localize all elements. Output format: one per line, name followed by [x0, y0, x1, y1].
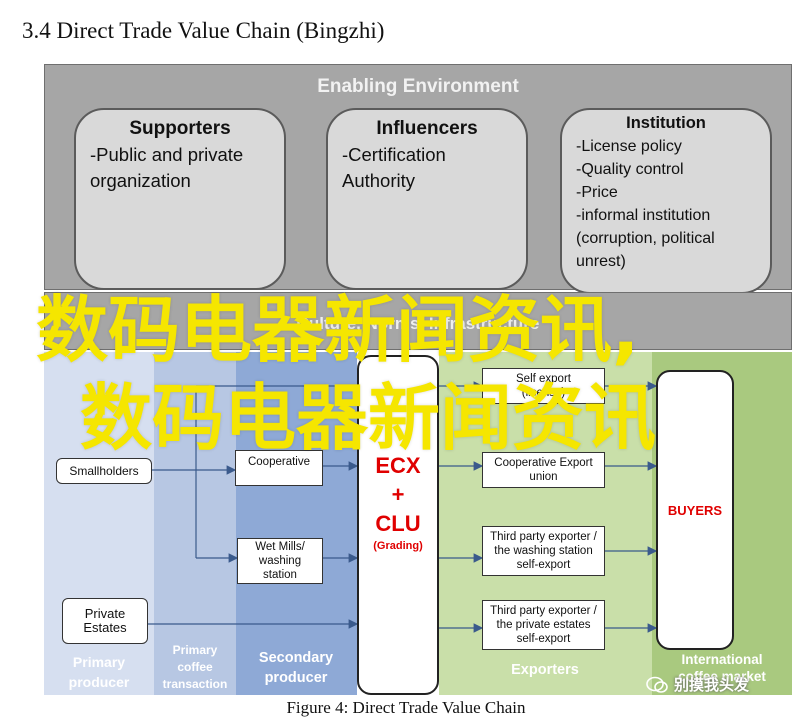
node-smallholders: Smallholders	[56, 458, 152, 484]
node-self-export: Self export (license)	[482, 368, 605, 404]
supporters-line: organization	[90, 170, 191, 191]
lane-label-exporters: Exporters	[511, 662, 579, 678]
lane-primary-transaction	[154, 352, 236, 695]
lane-label-primary-transaction: Primary coffee transaction	[162, 643, 228, 691]
watermark: 别摸我头发	[646, 674, 749, 695]
node-wet-mills: Wet Mills/ washing station	[237, 538, 323, 584]
ecx-plus-label: +	[391, 482, 405, 507]
node-private-estates: Private Estates	[62, 598, 148, 644]
culture-band-label: Culture, Norms, Infrastructure	[296, 314, 540, 333]
institution-line: -Price	[576, 184, 618, 201]
influencers-line: -Certification	[342, 144, 446, 165]
enabling-environment-title: Enabling Environment	[317, 76, 519, 97]
node-ecx-clu	[357, 355, 439, 695]
node-cooperative: Cooperative	[235, 450, 323, 486]
clu-label: CLU	[375, 511, 421, 536]
influencers-line: Authority	[342, 170, 416, 191]
institution-line: (corruption, political	[576, 230, 715, 247]
supporters-title: Supporters	[129, 118, 231, 139]
supporters-line: -Public and private	[90, 144, 244, 165]
node-third-party-washing: Third party exporter / the washing stati…	[482, 526, 605, 576]
overlay-text-line: 数码电器新闻资讯	[80, 376, 657, 460]
diagram-heading: 3.4 Direct Trade Value Chain (Bingzhi)	[22, 18, 385, 43]
overlay-text-line: 数码电器新闻资讯,	[36, 288, 640, 372]
culture-band	[44, 292, 792, 350]
supporters-box: Supporters -Public and private organizat…	[74, 108, 286, 290]
node-third-party-private: Third party exporter / the private estat…	[482, 600, 605, 650]
lane-label-secondary-producer: Secondary producer	[258, 650, 334, 686]
ecx-clu-labels: ECX + CLU (Grading)	[357, 452, 439, 554]
institution-title: Institution	[626, 114, 706, 132]
institution-line: -License policy	[576, 138, 682, 155]
institution-line: -Quality control	[576, 161, 684, 178]
lane-secondary-producer	[236, 352, 357, 695]
institution-line: -informal institution	[576, 207, 711, 224]
influencers-box: Influencers -Certification Authority	[326, 108, 528, 290]
figure-caption: Figure 4: Direct Trade Value Chain	[286, 698, 526, 717]
influencers-title: Influencers	[376, 118, 478, 139]
institution-line: unrest)	[576, 253, 626, 270]
grading-label: (Grading)	[373, 540, 423, 552]
institution-box: Institution -License policy -Quality con…	[560, 108, 772, 294]
watermark-text: 别摸我头发	[674, 677, 750, 694]
lane-label-international-market: International coffee market	[678, 652, 766, 684]
node-buyers: BUYERS	[656, 370, 734, 650]
lane-label-primary-producer: Primary producer	[68, 654, 130, 690]
chat-bubble-icon	[646, 676, 668, 693]
ecx-label: ECX	[375, 453, 421, 478]
node-coop-export-union: Cooperative Export union	[482, 452, 605, 488]
